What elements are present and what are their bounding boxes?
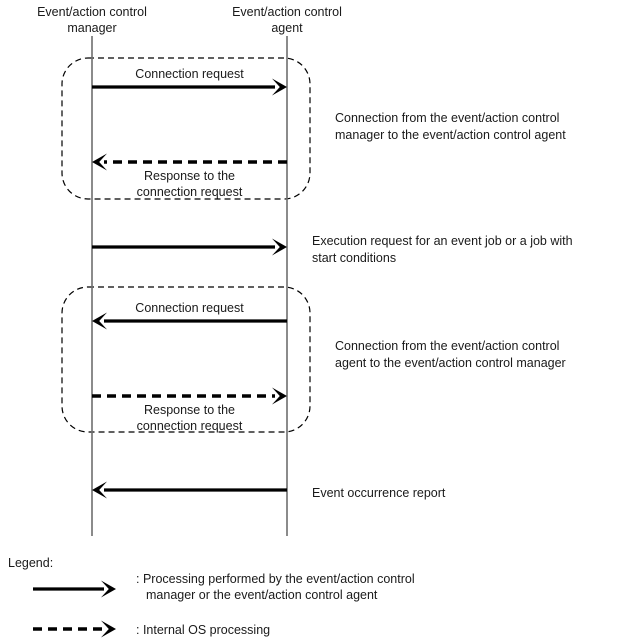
note-connection-manager-to-agent-line1: Connection from the event/action control <box>335 111 559 125</box>
note-connection-agent-to-manager-line1: Connection from the event/action control <box>335 339 559 353</box>
lifeline-subtitle-agent: agent <box>271 21 303 35</box>
msg-response-connection-request-2-label: Response to the <box>144 403 235 417</box>
note-event-occurrence-report-line1: Event occurrence report <box>312 486 446 500</box>
msg-response-connection-request-1: Response to the connection request <box>92 153 287 199</box>
legend-solid-arrow-text-line1: : Processing performed by the event/acti… <box>136 572 415 586</box>
group-manager-to-agent <box>61 57 311 200</box>
msg-execution-request <box>92 238 287 256</box>
legend-dashed-arrow-text-line1: : Internal OS processing <box>136 623 270 637</box>
msg-connection-request-1-head <box>272 78 287 96</box>
msg-response-connection-request-1-label-2: connection request <box>137 185 243 199</box>
lifelines-layer: Event/action control manager Event/action … <box>37 5 342 536</box>
msg-event-occurrence-report <box>92 481 287 499</box>
msg-execution-request-head <box>272 238 287 256</box>
msg-connection-request-1: Connection request <box>92 67 287 96</box>
msg-connection-request-2-label: Connection request <box>135 301 244 315</box>
note-execution-request-line1: Execution request for an event job or a … <box>312 234 573 248</box>
lifeline-subtitle-manager: manager <box>67 21 116 35</box>
legend-heading: Legend: <box>8 556 53 570</box>
note-connection-manager-to-agent-line2: manager to the event/action control agen… <box>335 128 566 142</box>
legend-solid-arrow-head <box>101 580 116 598</box>
msg-connection-request-2-head <box>92 312 107 330</box>
notes-layer: Connection from the event/action control… <box>312 111 573 500</box>
note-event-occurrence-report: Event occurrence report <box>312 486 446 500</box>
msg-connection-request-1-label: Connection request <box>135 67 244 81</box>
lifeline-title-manager: Event/action control <box>37 5 147 19</box>
legend-dashed-arrow-head <box>101 620 116 638</box>
legend-solid-arrow-text-line2: manager or the event/action control agen… <box>146 588 378 602</box>
note-connection-agent-to-manager: Connection from the event/action control… <box>335 339 566 370</box>
group-boxes-layer <box>61 57 311 433</box>
legend-layer: Legend:: Processing performed by the eve… <box>8 556 415 638</box>
msg-event-occurrence-report-head <box>92 481 107 499</box>
note-execution-request-line2: start conditions <box>312 251 396 265</box>
note-execution-request: Execution request for an event job or a … <box>312 234 573 265</box>
msg-connection-request-2: Connection request <box>92 301 287 330</box>
legend-solid-arrow: : Processing performed by the event/acti… <box>33 572 415 602</box>
msg-response-connection-request-2-head <box>272 387 287 405</box>
legend-dashed-arrow: : Internal OS processing <box>33 620 270 638</box>
msg-response-connection-request-2: Response to the connection request <box>92 387 287 433</box>
lifeline-title-agent: Event/action control <box>232 5 342 19</box>
msg-response-connection-request-1-label: Response to the <box>144 169 235 183</box>
note-connection-agent-to-manager-line2: agent to the event/action control manage… <box>335 356 566 370</box>
msg-response-connection-request-1-head <box>92 153 107 171</box>
note-connection-manager-to-agent: Connection from the event/action control… <box>335 111 566 142</box>
msg-response-connection-request-2-label-2: connection request <box>137 419 243 433</box>
group-agent-to-manager <box>61 286 311 433</box>
